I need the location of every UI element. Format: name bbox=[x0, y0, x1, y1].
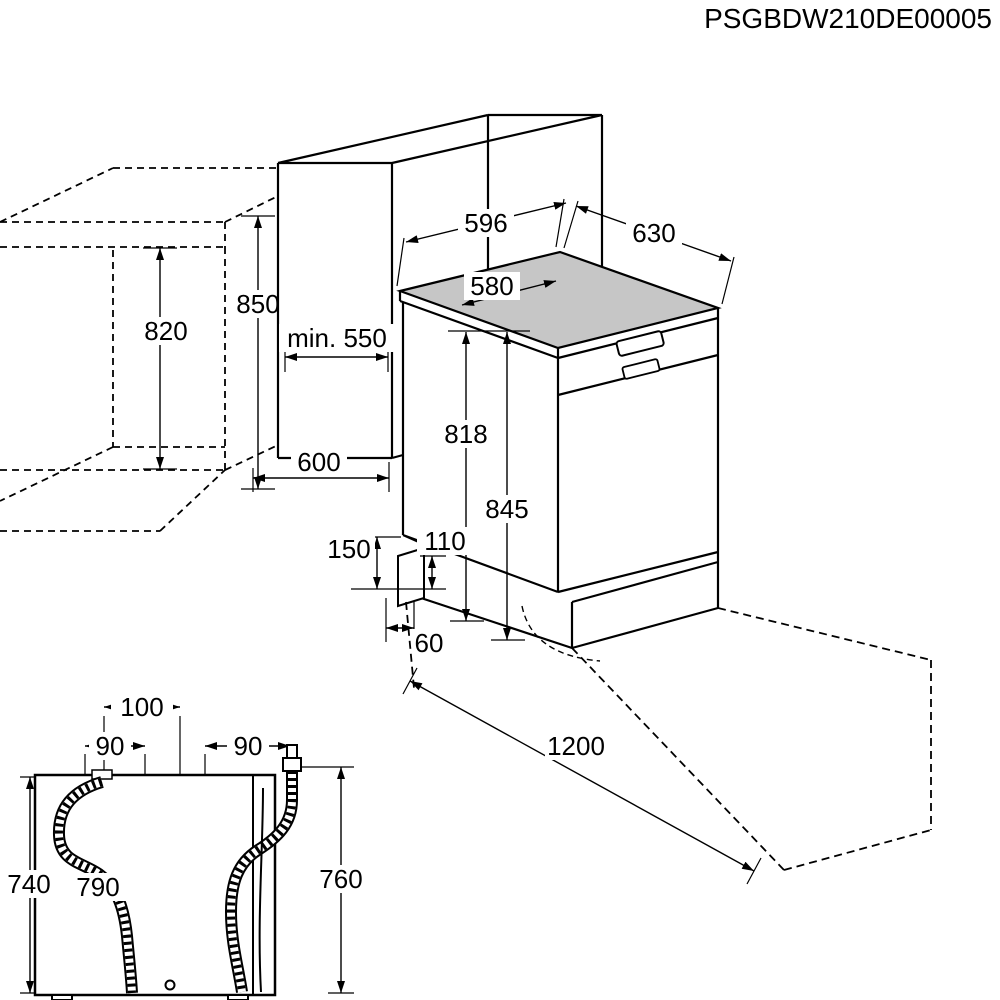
dim-596-label: 596 bbox=[464, 208, 507, 238]
dim-790-label-box bbox=[70, 873, 126, 901]
power-cord bbox=[258, 787, 264, 993]
dim-90-left-label: 90 bbox=[96, 731, 125, 761]
model-code: PSGBDW210DE00005 bbox=[704, 3, 992, 34]
door-swing-arc bbox=[521, 605, 601, 662]
rear-dim-labels: 100 90 90 740 790 760 bbox=[1, 692, 369, 902]
dim-596-label-box bbox=[458, 209, 514, 237]
adjustable-foot bbox=[397, 546, 425, 608]
dim-60: 60 bbox=[385, 598, 449, 658]
dim-90-left-label-box bbox=[89, 732, 131, 760]
dim-818-label: 818 bbox=[444, 419, 487, 449]
dim-760-label: 760 bbox=[319, 864, 362, 894]
door-clearance-figure: 1200 bbox=[402, 601, 932, 885]
dim-110-label: 110 bbox=[424, 526, 465, 556]
dim-1200-label-box bbox=[545, 732, 607, 760]
inlet-hose bbox=[224, 771, 298, 993]
door-handle bbox=[615, 330, 665, 357]
dim-110: 110 bbox=[417, 526, 473, 589]
dim-760-label-box bbox=[313, 865, 369, 893]
dim-740-label: 740 bbox=[7, 869, 50, 899]
dim-60-label-box bbox=[409, 629, 449, 657]
dim-850-label-box bbox=[230, 290, 286, 318]
dim-100-label-box bbox=[111, 693, 173, 721]
dim-min550: min. 550 bbox=[279, 323, 395, 372]
control-panel-detail bbox=[621, 358, 661, 380]
dim-630: 630 bbox=[563, 200, 735, 305]
dim-580: 580 bbox=[461, 271, 557, 306]
dim-596: 596 bbox=[396, 198, 567, 287]
dim-850-label: 850 bbox=[236, 289, 279, 319]
door-clearance-outline bbox=[405, 601, 932, 871]
dim-150: 150 bbox=[323, 534, 446, 590]
dim-150-label-box bbox=[323, 535, 375, 563]
dim-845-label-box bbox=[479, 495, 535, 523]
dim-580-label: 580 bbox=[470, 271, 513, 301]
left-foot bbox=[51, 994, 73, 1000]
inlet-connector-top bbox=[286, 744, 298, 759]
inlet-connector bbox=[282, 757, 302, 772]
right-foot bbox=[227, 994, 249, 1000]
dim-580-label-box bbox=[464, 272, 520, 300]
dim-110-label-box bbox=[417, 527, 473, 555]
hose-clip bbox=[91, 769, 113, 780]
inlet-hose-ribs bbox=[226, 771, 296, 993]
dim-60-label: 60 bbox=[415, 628, 444, 658]
counter-figure: 820 850 bbox=[0, 167, 286, 532]
dim-740-label-box bbox=[1, 870, 57, 898]
dim-845-label: 845 bbox=[485, 494, 528, 524]
dim-600: 600 bbox=[252, 447, 390, 492]
dim-150-label: 150 bbox=[327, 534, 370, 564]
dim-600-label-box bbox=[291, 448, 347, 476]
counter-outline-path bbox=[0, 167, 279, 532]
worktop-edges-path bbox=[398, 291, 720, 360]
dim-820-label-box bbox=[138, 317, 194, 345]
dim-1200: 1200 bbox=[402, 667, 762, 885]
drain-screw bbox=[164, 979, 176, 991]
rear-view-figure: 100 90 90 740 790 760 bbox=[1, 692, 369, 1000]
dim-630-label: 630 bbox=[632, 218, 675, 248]
dim-600-label: 600 bbox=[297, 447, 340, 477]
dim-1200-arrow bbox=[409, 680, 755, 872]
dim-820: 820 bbox=[138, 247, 194, 470]
dishwasher-figure: 596 630 580 818 845 15 bbox=[323, 198, 735, 662]
dim-min550-label-box bbox=[279, 324, 395, 352]
dim-790-label: 790 bbox=[76, 872, 119, 902]
dim-90-left-ext bbox=[84, 754, 146, 775]
dim-1200-label: 1200 bbox=[547, 731, 605, 761]
dim-100-label: 100 bbox=[120, 692, 163, 722]
dim-630-label-box bbox=[626, 219, 682, 247]
dim-90-right-label-box bbox=[227, 732, 269, 760]
dim-820-label: 820 bbox=[144, 316, 187, 346]
dim-818: 818 bbox=[438, 330, 530, 622]
dim-818-ticks bbox=[448, 330, 530, 622]
dim-min550-label: min. 550 bbox=[287, 323, 387, 353]
dim-845: 845 bbox=[479, 332, 535, 641]
dim-630-ext bbox=[563, 200, 735, 305]
niche-figure: min. 550 600 bbox=[252, 113, 604, 492]
dim-818-label-box bbox=[438, 420, 494, 448]
dim-850: 850 bbox=[230, 215, 286, 490]
dim-90-right-label: 90 bbox=[234, 731, 263, 761]
